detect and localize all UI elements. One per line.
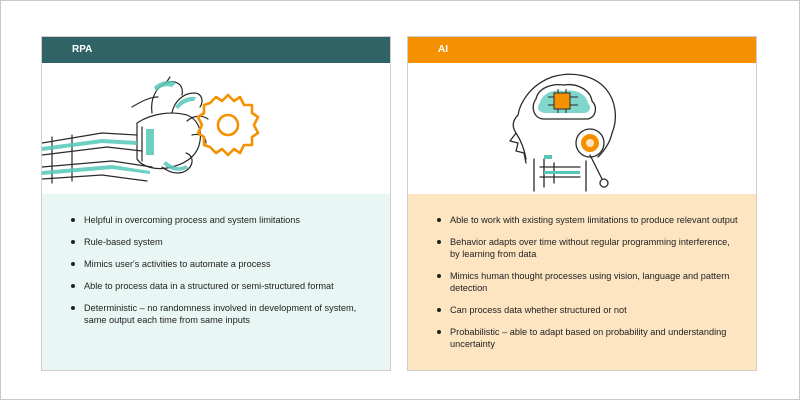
- ai-header: AI: [408, 37, 756, 63]
- list-item: Able to work with existing system limita…: [437, 215, 738, 225]
- list-item: Able to process data in a structured or …: [71, 280, 372, 292]
- list-item: Mimics human thought processes using vis…: [437, 270, 738, 294]
- rpa-list: Helpful in overcoming process and system…: [42, 194, 390, 326]
- list-item: Helpful in overcoming process and system…: [71, 214, 372, 226]
- rpa-header: RPA: [42, 37, 390, 63]
- list-item: Can process data whether structured or n…: [437, 304, 738, 316]
- list-item: Mimics user's activities to automate a p…: [71, 258, 372, 270]
- ai-panel: AI: [407, 36, 757, 371]
- robot-hand-gear-icon: [42, 76, 260, 184]
- robot-head-brain-icon: [509, 73, 617, 192]
- list-item: Probabilistic – able to adapt based on p…: [437, 326, 738, 350]
- list-item: Deterministic – no randomness involved i…: [71, 302, 372, 326]
- ai-list: Able to work with existing system limita…: [408, 194, 756, 350]
- list-item: Rule-based system: [71, 236, 372, 248]
- rpa-illustration: [42, 63, 390, 194]
- rpa-panel: RPA: [41, 36, 391, 371]
- ai-illustration: [408, 63, 756, 194]
- list-item: Behavior adapts over time without regula…: [437, 236, 738, 260]
- rpa-body: Helpful in overcoming process and system…: [42, 194, 390, 370]
- ai-body: Able to work with existing system limita…: [408, 194, 756, 370]
